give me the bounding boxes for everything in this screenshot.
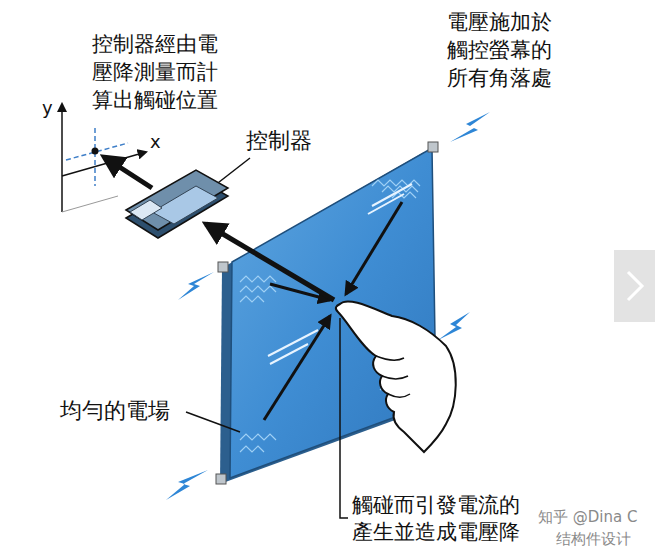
y-axis bbox=[61, 104, 63, 212]
controller-device: 控制器 bbox=[122, 160, 234, 248]
dashed-guide bbox=[94, 128, 96, 186]
position-dot bbox=[92, 148, 99, 155]
finger-lines bbox=[376, 356, 410, 397]
axis-plane bbox=[62, 196, 118, 212]
part-label: 控制器 bbox=[246, 128, 312, 154]
dashed-guide bbox=[66, 143, 128, 160]
leader-line bbox=[340, 318, 348, 518]
callout-note: 電壓施加於觸控螢幕的所有角落處 bbox=[447, 8, 553, 92]
output-arrow bbox=[104, 157, 152, 188]
hand bbox=[336, 301, 456, 452]
callout-note: 觸碰而引發電流的產生並造成電壓降 bbox=[352, 492, 521, 546]
controller-shape bbox=[122, 160, 234, 248]
callout-note: 均勻的電場 bbox=[60, 397, 170, 425]
leader-line bbox=[186, 412, 240, 432]
watermark: 知乎 @Dina C bbox=[538, 508, 637, 526]
nav-chevron bbox=[628, 272, 642, 300]
axis-label: y bbox=[42, 98, 53, 118]
axis-label: x bbox=[150, 132, 161, 152]
voltage-bolt bbox=[166, 112, 490, 500]
nav-button bbox=[614, 250, 655, 322]
x-axis bbox=[62, 152, 146, 176]
signal-arrow bbox=[206, 224, 334, 300]
callout-note: 控制器經由電壓降測量而計算出觸碰位置 bbox=[92, 30, 219, 114]
leader-line bbox=[214, 158, 250, 186]
watermark: 结构件设计 bbox=[556, 530, 631, 548]
